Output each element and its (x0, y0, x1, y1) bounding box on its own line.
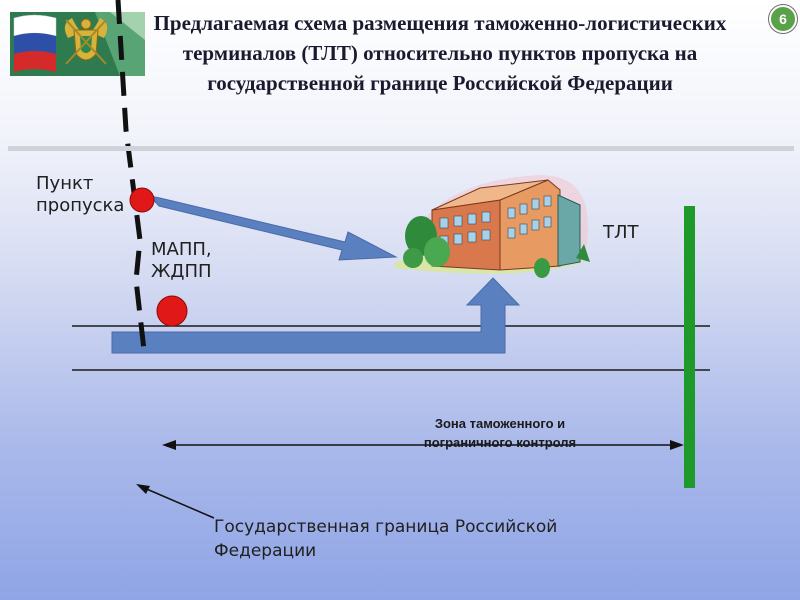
mapp-marker-icon (156, 295, 188, 327)
control-zone-label: Зона таможенного и пограничного контроля (423, 416, 577, 450)
slide-title: Предлагаемая схема размещения таможенно-… (153, 11, 727, 95)
russian-flag-customs-emblem-icon (10, 12, 145, 76)
diagonal-flow-arrow (148, 195, 398, 261)
l-shaped-flow-arrow (111, 277, 521, 354)
state-border-dashed-line (115, 0, 147, 351)
control-zone-double-arrow (162, 440, 684, 450)
state-border-label: Государственная граница Российской Федер… (214, 517, 558, 561)
border-pointer-arrow (136, 484, 215, 519)
mapp-label: МАПП, ЖДПП (151, 239, 212, 282)
title-divider (8, 146, 794, 151)
slide-number-badge: 6 (769, 5, 797, 33)
terminal-building-icon (395, 175, 590, 278)
tlt-boundary-bar (684, 206, 695, 488)
checkpoint-label: Пункт пропуска (36, 173, 125, 216)
checkpoint-marker-icon (129, 187, 155, 213)
tlt-label: ТЛТ (603, 222, 639, 243)
